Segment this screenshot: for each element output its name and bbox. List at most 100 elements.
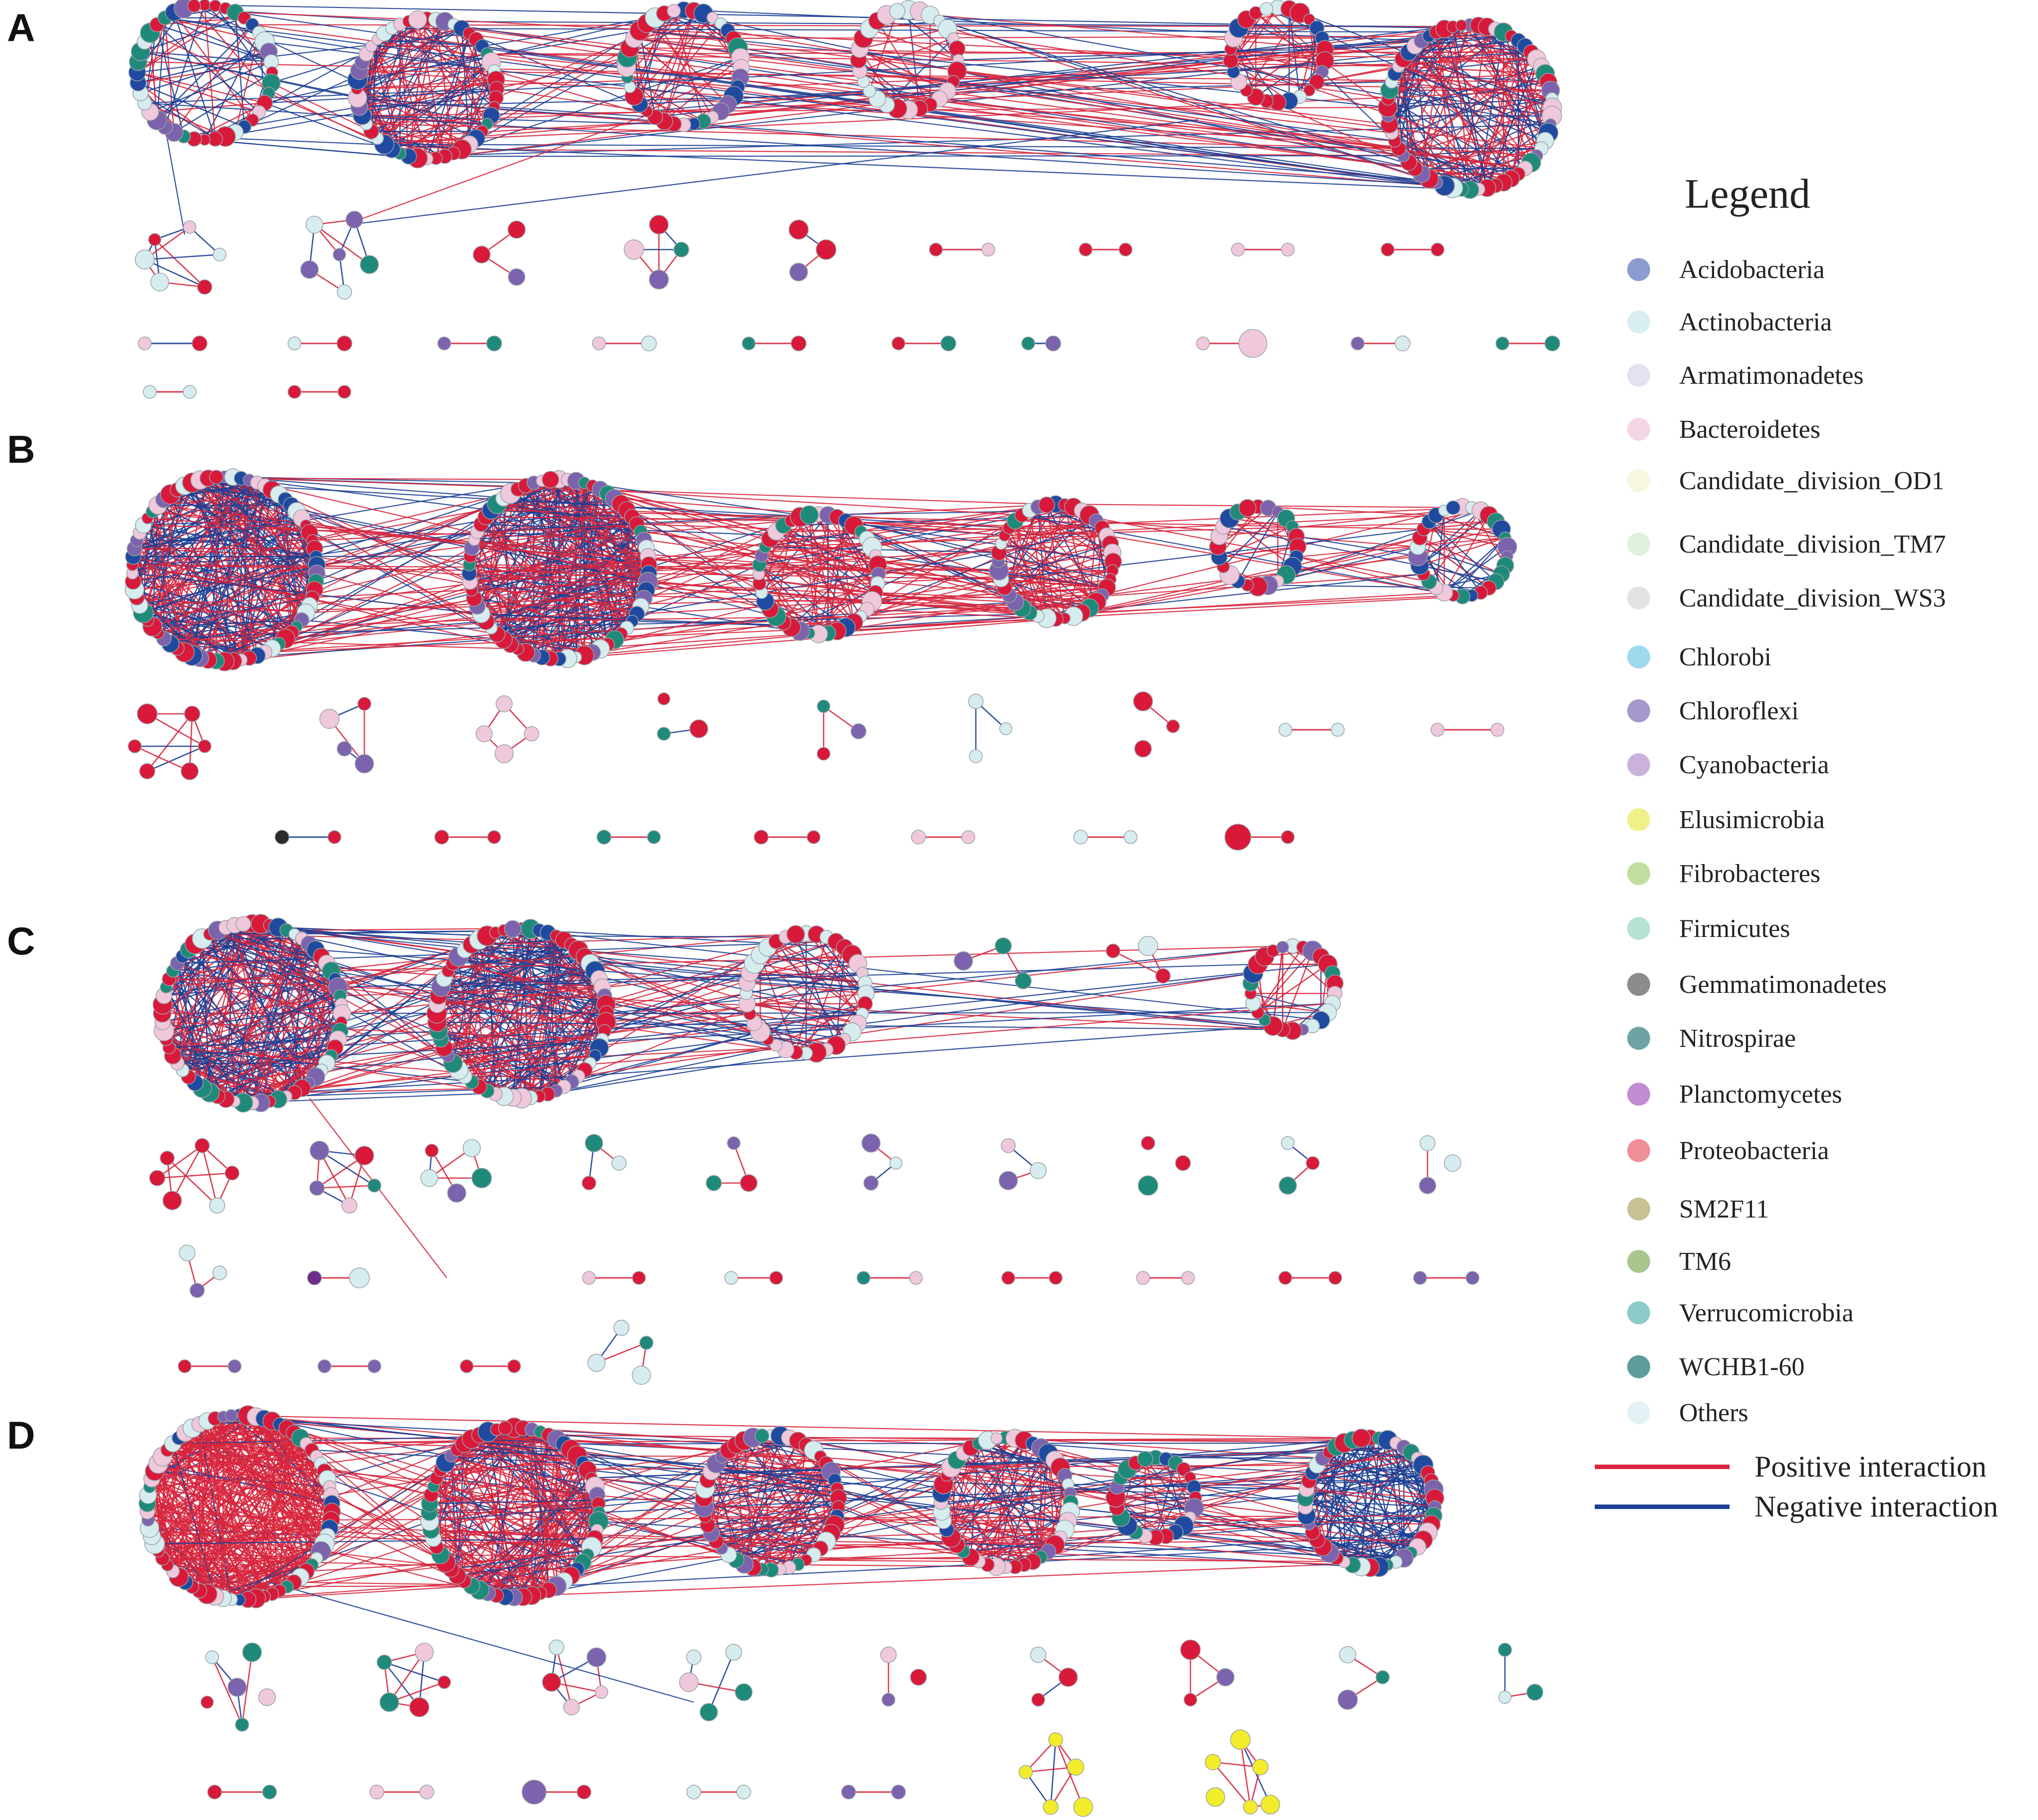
interaction-edge — [436, 19, 1399, 67]
interaction-edge — [453, 963, 837, 1046]
interaction-edge — [156, 41, 266, 121]
otu-node — [336, 741, 352, 757]
interaction-edge — [312, 504, 1047, 541]
interaction-edge — [869, 28, 959, 61]
interaction-edge — [789, 1437, 1041, 1449]
otu-node — [1141, 1136, 1156, 1151]
otu-node — [319, 708, 340, 729]
interaction-edge — [1452, 26, 1488, 188]
otu-node — [1138, 935, 1159, 956]
interaction-edge — [165, 17, 495, 71]
otu-node — [336, 335, 352, 351]
interaction-edge — [636, 523, 861, 533]
interaction-edge — [408, 20, 1525, 169]
otu-node — [1420, 1135, 1436, 1151]
otu-node — [460, 1359, 474, 1373]
interaction-edge — [1414, 24, 1471, 169]
interaction-edge — [247, 1449, 458, 1600]
interaction-edge — [1329, 1489, 1434, 1553]
otu-node — [1281, 1136, 1295, 1150]
interaction-edge — [587, 1456, 722, 1555]
interaction-edge — [243, 923, 827, 1050]
otu-node — [1166, 719, 1180, 733]
interaction-edge — [606, 1012, 1328, 1014]
otu-node — [1073, 830, 1088, 845]
interaction-edge — [776, 941, 867, 994]
otu-node — [462, 1139, 481, 1158]
interaction-edge — [199, 479, 310, 606]
interaction-edge — [251, 923, 316, 1077]
interaction-edge — [269, 1581, 694, 1703]
otu-node — [1395, 335, 1411, 351]
interaction-edge — [138, 82, 245, 128]
interaction-edge — [264, 1418, 595, 1487]
interaction-edge — [806, 1559, 979, 1562]
otu-node — [473, 246, 491, 264]
otu-node — [862, 1134, 880, 1153]
interaction-edge — [1415, 35, 1511, 47]
interaction-edge — [584, 956, 863, 1015]
interaction-edge — [1444, 515, 1489, 593]
otu-node — [584, 1134, 603, 1153]
otu-node — [148, 233, 162, 247]
interaction-edge — [486, 930, 540, 1091]
interaction-edge — [178, 1437, 524, 1598]
otu-node — [434, 830, 449, 845]
interaction-edge — [279, 547, 647, 644]
interaction-edge — [897, 10, 1445, 186]
interaction-edge — [206, 1421, 281, 1591]
interaction-edge — [156, 24, 260, 113]
interaction-edge — [391, 28, 428, 159]
interaction-edge — [1378, 1489, 1435, 1567]
interaction-edge — [1403, 25, 1462, 156]
otu-node — [139, 763, 156, 780]
interaction-edge — [1029, 510, 1103, 596]
interaction-edge — [331, 970, 777, 1046]
interaction-edge — [177, 1062, 270, 1102]
otu-node — [1001, 1271, 1015, 1285]
otu-node — [1045, 335, 1061, 351]
interaction-edge — [139, 532, 250, 659]
interaction-edge — [306, 1429, 532, 1572]
interaction-edge — [1004, 506, 1074, 588]
otu-node — [1134, 740, 1152, 758]
interaction-edge — [265, 53, 488, 104]
interaction-edge — [152, 511, 185, 652]
interaction-edge — [1121, 1458, 1418, 1518]
interaction-edge — [1282, 946, 1336, 994]
otu-node — [486, 335, 502, 351]
otu-node — [183, 385, 197, 399]
interaction-edge — [496, 88, 647, 112]
otu-node — [909, 1271, 923, 1285]
interaction-edge — [331, 1455, 578, 1496]
otu-node — [179, 1244, 196, 1261]
interaction-edge — [744, 1440, 1068, 1521]
interaction-edge — [305, 525, 1074, 617]
interaction-edge — [744, 1440, 799, 1565]
otu-node — [689, 719, 708, 738]
otu-node — [940, 335, 956, 351]
interaction-edge — [241, 477, 551, 480]
interaction-edge — [331, 1515, 1434, 1520]
interaction-edge — [1029, 510, 1113, 554]
otu-node — [1136, 1271, 1150, 1285]
interaction-edge — [320, 1463, 452, 1570]
otu-node — [341, 1197, 358, 1214]
interaction-edge — [1117, 1480, 1432, 1488]
interaction-edge — [177, 930, 219, 1064]
otu-node — [1049, 1271, 1063, 1285]
otu-node — [307, 1270, 322, 1285]
interaction-edge — [711, 1471, 827, 1542]
interaction-edge — [239, 1486, 434, 1600]
interaction-edge — [1436, 32, 1462, 190]
otu-node — [641, 335, 657, 351]
interaction-edge — [486, 516, 760, 584]
otu-node — [582, 1271, 596, 1285]
otu-node — [288, 385, 301, 399]
otu-node — [969, 749, 983, 763]
interaction-edge — [163, 923, 253, 996]
otu-node — [1278, 1271, 1292, 1285]
interaction-edge — [192, 1585, 472, 1587]
interaction-edge — [362, 115, 684, 126]
interaction-edge — [316, 1185, 375, 1189]
